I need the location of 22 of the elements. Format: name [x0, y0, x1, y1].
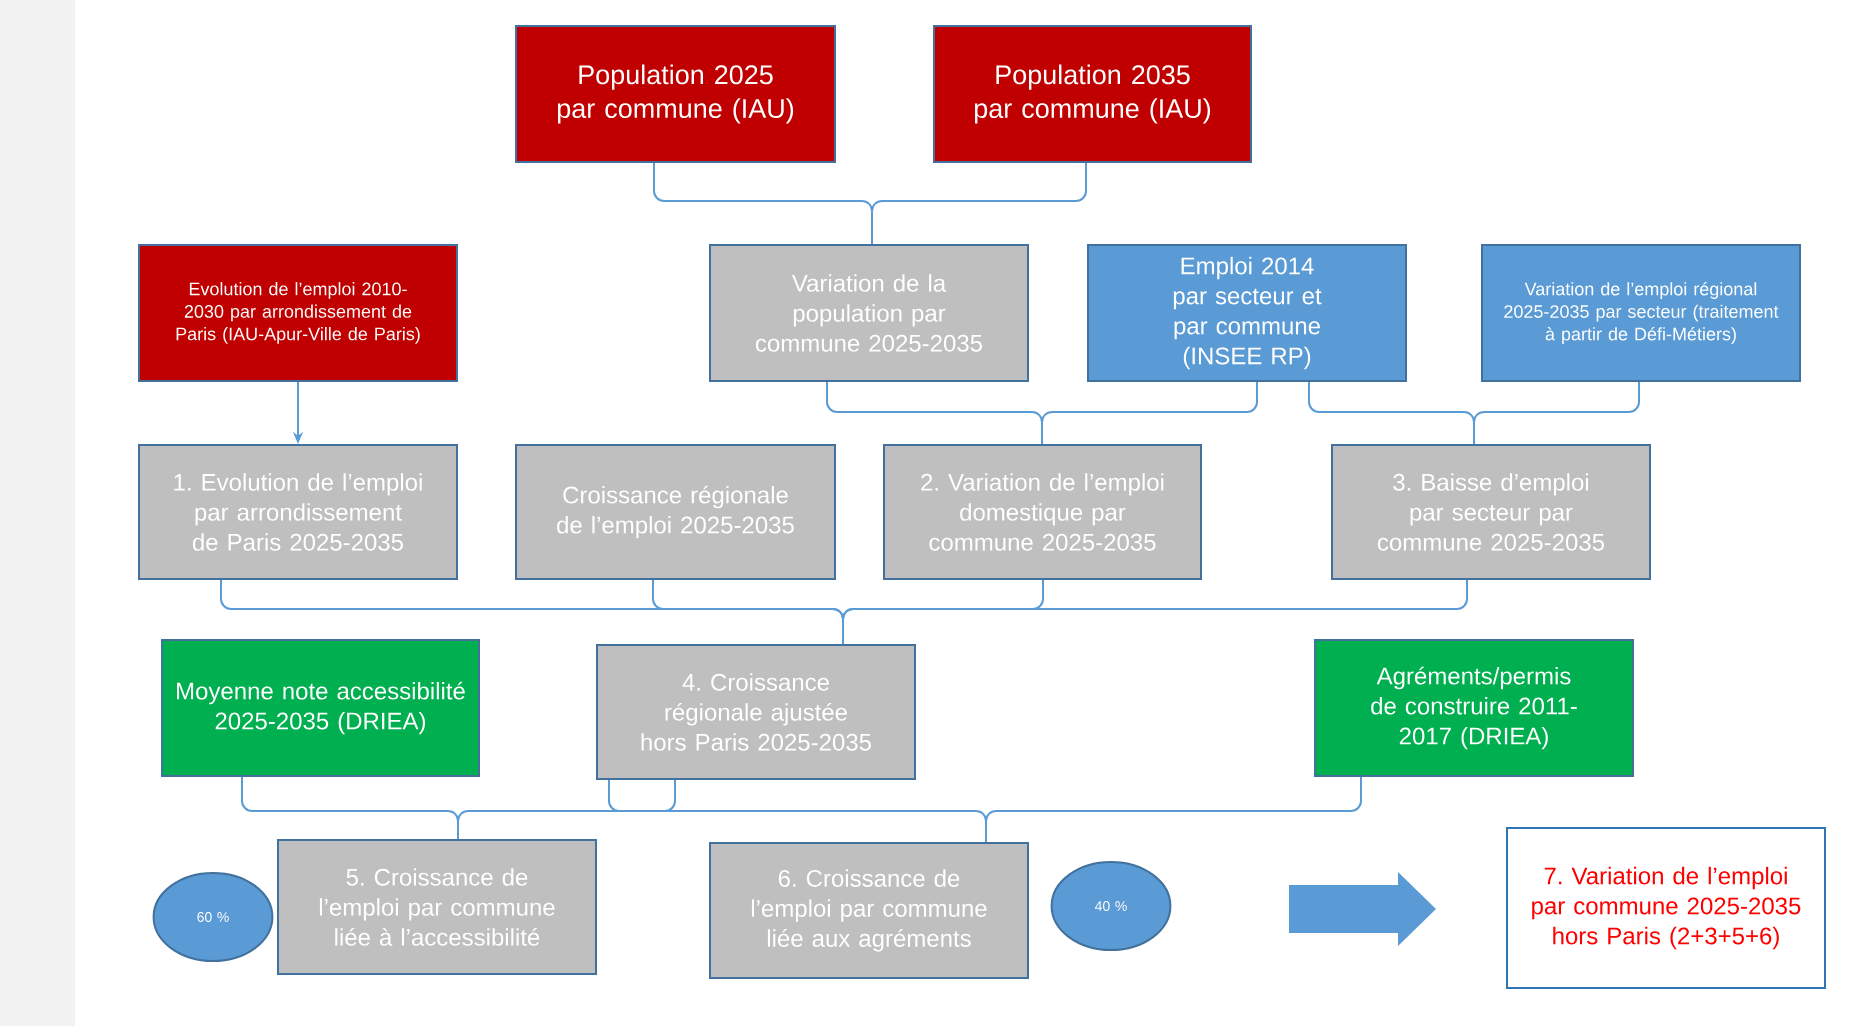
result-box: 7. Variation de l’emploi par commune 2025-2035 hors Paris (2+3+5+6) [1506, 827, 1826, 989]
process-box: 6. Croissance de l’emploi par commune liée aux agréments [709, 842, 1029, 979]
source-box: Emploi 2014 par secteur et par commune (INSEE RP) [1087, 244, 1407, 382]
process-box: Croissance régionale de l’emploi 2025-2035 [515, 444, 836, 580]
bracket-connector [1041, 381, 1258, 445]
process-box: 4. Croissance régionale ajustée hors Paris 2025-2035 [596, 644, 916, 780]
source-box: Moyenne note accessibilité 2025-2035 (DRIEA) [161, 639, 480, 777]
source-box: Agréments/permis de construire 2011-2017 (DRIEA) [1314, 639, 1634, 777]
process-box: 1. Evolution de l’emploi par arrondissement de Paris 2025-2035 [138, 444, 458, 580]
process-box: Variation de la population par commune 2025-2035 [709, 244, 1029, 382]
bracket-connector [842, 579, 1468, 645]
source-box: Evolution de l’emploi 2010-2030 par arrondissement de Paris (IAU-Apur-Ville de Paris) [138, 244, 458, 382]
process-box: 5. Croissance de l’emploi par commune liée à l’accessibilité [277, 839, 597, 975]
bracket-connector [1473, 381, 1640, 445]
source-box: Variation de l’emploi régional 2025-2035 par secteur (traitement à partir de Défi-Métiers) [1481, 244, 1801, 382]
bracket-connector [457, 779, 676, 840]
process-box: 2. Variation de l’emploi domestique par commune 2025-2035 [883, 444, 1202, 580]
bracket-connector [985, 776, 1362, 843]
bracket-connector [871, 162, 1087, 245]
source-box: Population 2035 par commune (IAU) [933, 25, 1252, 163]
source-box: Population 2025 par commune (IAU) [515, 25, 836, 163]
process-box: 3. Baisse d’emploi par secteur par commune 2025-2035 [1331, 444, 1651, 580]
